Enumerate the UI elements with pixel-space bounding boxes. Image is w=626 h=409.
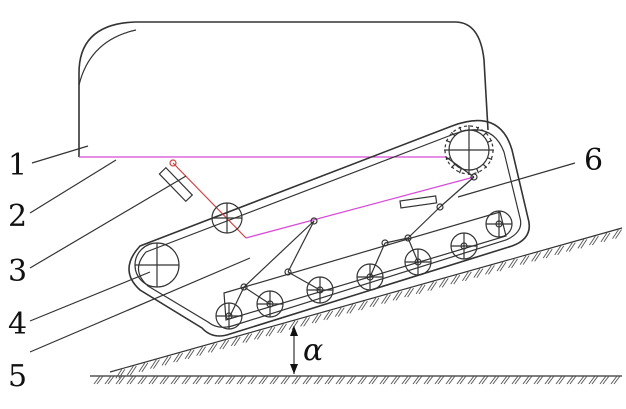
track-inner [137, 129, 522, 328]
label-4: 4 [8, 307, 27, 342]
vehicle-body [78, 21, 489, 157]
slope [109, 227, 623, 379]
upper-magenta-link [245, 176, 475, 239]
road-wheel [256, 290, 284, 318]
road-wheel [404, 248, 432, 276]
ground-hatching [93, 375, 621, 385]
leader-lines [29, 145, 576, 353]
cabin-arc [78, 29, 137, 86]
front-idler-wheel [134, 242, 180, 288]
label-2: 2 [8, 199, 27, 234]
drive-sprocket [444, 125, 494, 175]
strut-arm-1 [172, 162, 247, 239]
road-wheels [215, 210, 513, 330]
label-6: 6 [584, 143, 603, 178]
road-wheel [306, 276, 334, 304]
road-wheel [450, 232, 478, 260]
label-1: 1 [8, 148, 27, 183]
support-roller [211, 202, 243, 234]
slope-hatching [115, 229, 622, 379]
hydraulic-cylinder [158, 166, 194, 203]
slope-angle-indicator [290, 326, 298, 374]
track-outer [128, 119, 531, 337]
label-5: 5 [8, 359, 27, 394]
road-wheel [485, 210, 513, 238]
label-3: 3 [8, 254, 27, 289]
ground [90, 375, 622, 385]
road-wheel [356, 263, 384, 291]
road-wheel [215, 302, 243, 330]
alpha-symbol: α [303, 333, 323, 368]
